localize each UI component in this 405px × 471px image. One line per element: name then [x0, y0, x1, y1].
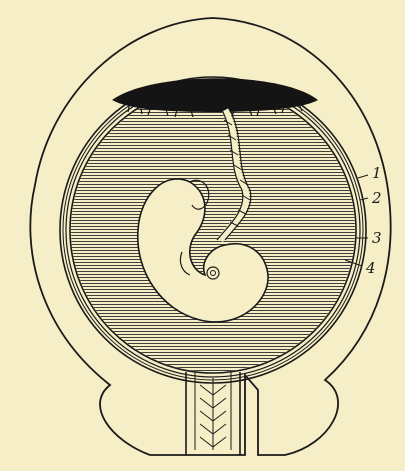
label-3: 3 — [372, 231, 382, 246]
amniotic-fluid — [71, 88, 355, 372]
label-1: 1 — [372, 166, 382, 181]
cervical-canal — [186, 372, 240, 455]
label-2: 2 — [372, 191, 382, 206]
label-4: 4 — [366, 261, 376, 276]
